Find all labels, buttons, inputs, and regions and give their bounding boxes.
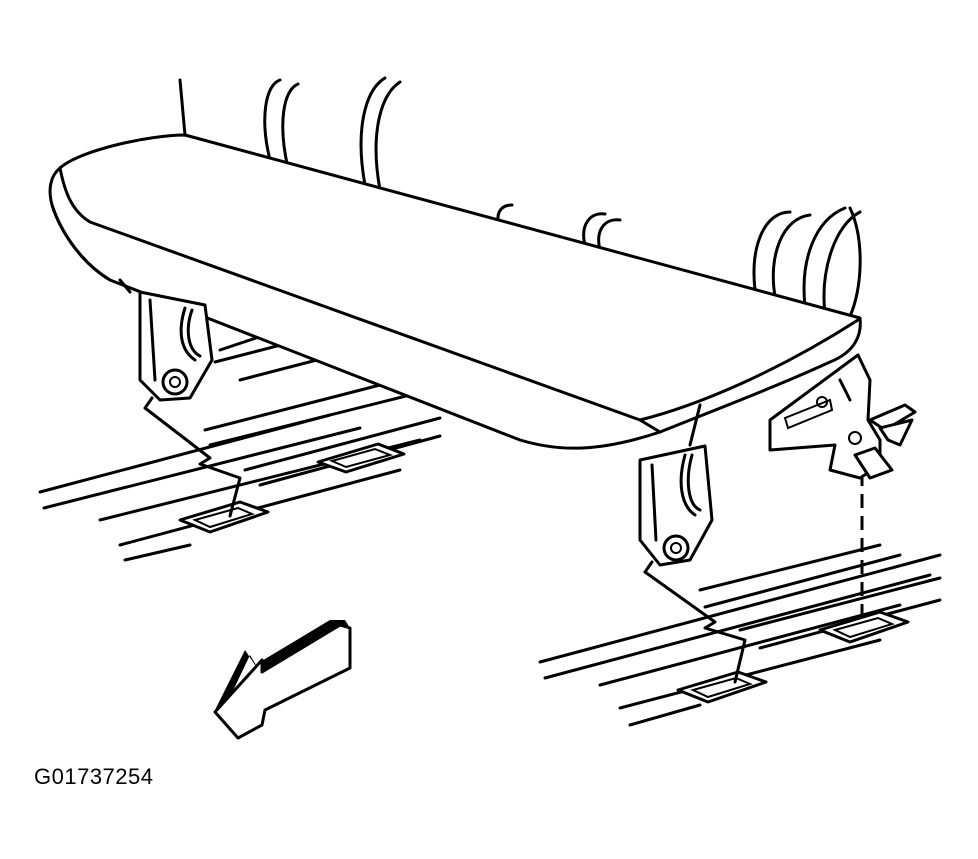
leader-lines (143, 396, 864, 684)
seat-back (178, 76, 862, 318)
release-latch (768, 353, 917, 480)
floor-anchors (178, 442, 910, 704)
floor-tracks (38, 328, 942, 727)
left-seat-leg (118, 278, 214, 402)
seat-cushion (48, 133, 862, 450)
front-direction-arrow (213, 620, 352, 740)
right-seat-leg (638, 444, 714, 567)
figure-id-label: G01737254 (34, 764, 154, 789)
